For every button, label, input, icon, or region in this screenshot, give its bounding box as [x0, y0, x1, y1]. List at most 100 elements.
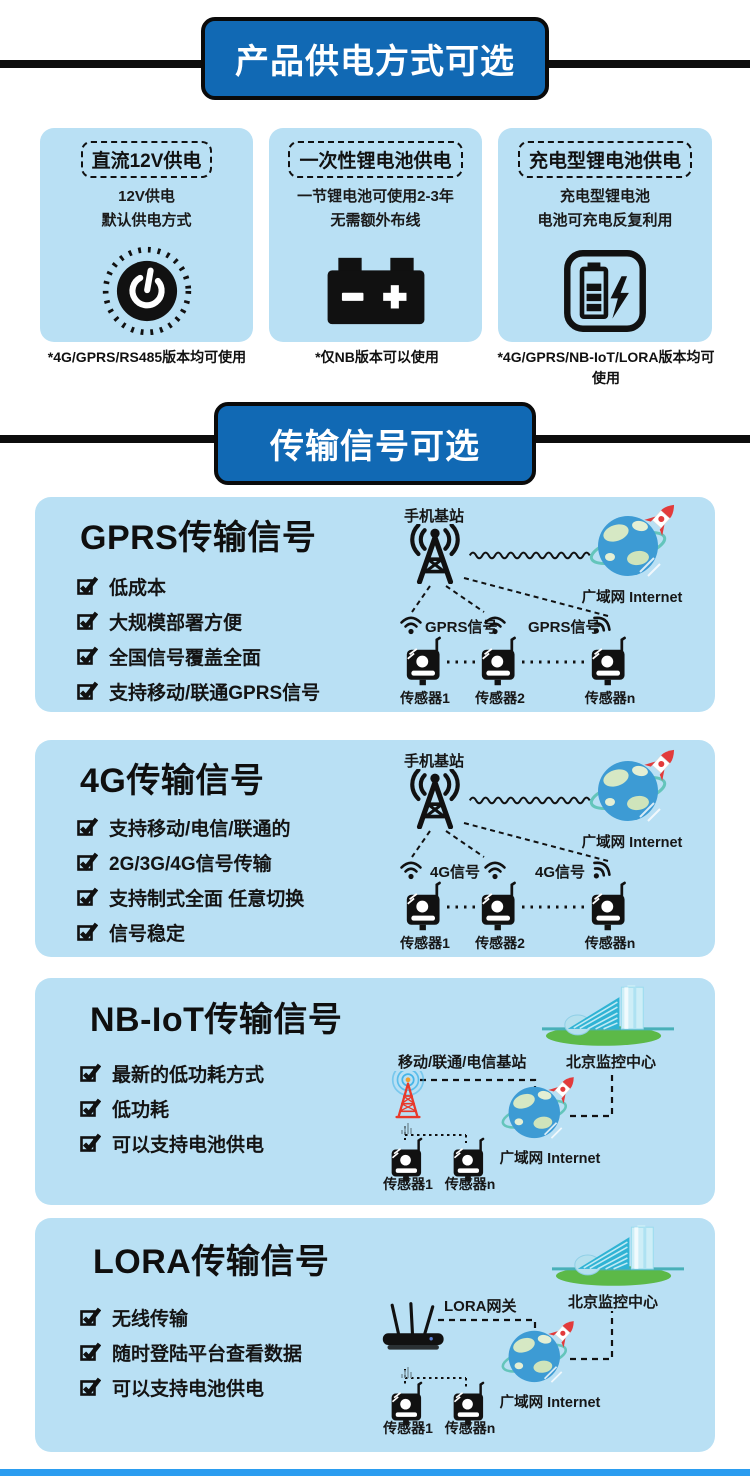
signal-label: 4G信号: [430, 864, 481, 881]
feature-text: 低功耗: [112, 1100, 170, 1121]
station-label: 手机基站: [404, 508, 465, 525]
network-diagram-4g: 手机基站 广域网 Internet 4G信号 4G信号 传感器1 传感器2 传感…: [380, 745, 710, 955]
internet-label: 广域网 Internet: [499, 1151, 601, 1167]
panel-title: 4G传输信号: [80, 762, 265, 800]
checkbox-icon: [80, 1133, 101, 1154]
feature-item: 最新的低功耗方式: [80, 1060, 264, 1087]
signal-panel-nbiot: NB-IoT传输信号 最新的低功耗方式 低功耗 可以支持电池供电 移动/联通/电…: [35, 978, 715, 1205]
sensor-label: 传感器2: [475, 935, 525, 951]
card-line: 12V供电: [118, 188, 175, 205]
monitoring-center-label: 北京监控中心: [566, 1054, 657, 1071]
signal-panel-4g: 4G传输信号 支持移动/电信/联通的 2G/3G/4G信号传输 支持制式全面 任…: [35, 740, 715, 957]
internet-label: 广域网 Internet: [581, 590, 683, 606]
power-button-icon: [100, 244, 194, 338]
signal-marks-icon: [398, 1121, 414, 1135]
radio-tower-icon: [387, 1071, 429, 1123]
feature-item: 支持移动/电信/联通的: [77, 814, 304, 841]
feature-item: 随时登陆平台查看数据: [80, 1339, 302, 1366]
feature-text: 无线传输: [112, 1309, 189, 1330]
card-note: *仅NB版本可以使用: [315, 349, 439, 365]
wifi-icon: [482, 858, 508, 880]
signal-marks-icon: [398, 1365, 414, 1379]
feature-item: 2G/3G/4G信号传输: [77, 849, 304, 876]
card-line: 一节锂电池可使用2-3年: [297, 188, 454, 205]
bottom-accent-bar: [0, 1469, 750, 1476]
gateway-label: LORA网关: [444, 1298, 517, 1315]
feature-text: 支持制式全面 任意切换: [109, 889, 305, 910]
card-line: 默认供电方式: [101, 212, 192, 229]
wifi-icon: [482, 613, 508, 635]
sensor-label: 传感器1: [400, 690, 450, 706]
feature-item: 低成本: [77, 573, 320, 600]
signal-panel-gprs: GPRS传输信号 低成本 大规模部署方便 全国信号覆盖全面 支持移动/联通GPR…: [35, 497, 715, 712]
feature-text: 低成本: [109, 578, 167, 599]
connector-lines: [411, 822, 609, 909]
wifi-icon: [398, 613, 424, 635]
checkbox-icon: [77, 576, 98, 597]
lora-gateway-router-icon: [378, 1299, 450, 1352]
battery-charging-icon: [559, 245, 651, 337]
signal-label: GPRS信号: [425, 619, 498, 636]
feature-text: 最新的低功耗方式: [112, 1065, 265, 1086]
sensor-label: 传感器n: [584, 935, 636, 951]
internet-label: 广域网 Internet: [499, 1395, 601, 1411]
card-line: 无需额外布线: [330, 212, 421, 229]
feature-text: 支持移动/电信/联通的: [109, 819, 291, 840]
feature-item: 可以支持电池供电: [80, 1374, 302, 1401]
section-title-signal: 传输信号可选: [214, 402, 536, 485]
sensor-label: 传感器n: [444, 1176, 496, 1192]
feature-list: 最新的低功耗方式 低功耗 可以支持电池供电: [80, 1060, 264, 1165]
cell-tower-icon: [404, 524, 466, 584]
power-card-rechargeable: 充电型锂电池供电 充电型锂电池 电池可充电反复利用: [498, 128, 712, 342]
card-note: *4G/GPRS/RS485版本均可使用: [47, 349, 247, 365]
sensor-label: 传感器2: [475, 690, 525, 706]
card-title: 充电型锂电池供电: [517, 141, 692, 178]
feature-item: 大规模部署方便: [77, 608, 320, 635]
sensor-label: 传感器1: [400, 935, 450, 951]
sensor-icon: [590, 636, 630, 689]
feature-item: 可以支持电池供电: [80, 1130, 264, 1157]
checkbox-icon: [77, 611, 98, 632]
section-title-power-supply: 产品供电方式可选: [201, 17, 549, 100]
feature-item: 信号稳定: [77, 919, 304, 946]
feature-list: 无线传输 随时登陆平台查看数据 可以支持电池供电: [80, 1304, 302, 1409]
card-title: 直流12V供电: [80, 141, 213, 178]
battery-icon: [324, 252, 428, 330]
checkbox-icon: [80, 1098, 101, 1119]
card-line: 电池可充电反复利用: [537, 212, 673, 229]
power-card-lithium: 一次性锂电池供电 一节锂电池可使用2-3年 无需额外布线: [269, 128, 482, 342]
signal-label: 4G信号: [535, 864, 586, 881]
internet-globe-icon: [588, 500, 686, 584]
feature-item: 全国信号覆盖全面: [77, 643, 320, 670]
feature-text: 可以支持电池供电: [112, 1135, 265, 1156]
sensor-icon: [405, 636, 445, 689]
monitoring-center-label: 北京监控中心: [568, 1294, 659, 1311]
signal-panel-lora: LORA传输信号 无线传输 随时登陆平台查看数据 可以支持电池供电 LORA网关…: [35, 1218, 715, 1452]
sensor-icon: [480, 636, 520, 689]
feature-text: 支持移动/联通GPRS信号: [109, 683, 321, 704]
checkbox-icon: [80, 1342, 101, 1363]
card-line: 充电型锂电池: [559, 188, 650, 205]
checkbox-icon: [77, 852, 98, 873]
checkbox-icon: [77, 817, 98, 838]
internet-label: 广域网 Internet: [581, 835, 683, 851]
checkbox-icon: [80, 1307, 101, 1328]
station-label: 手机基站: [404, 753, 465, 770]
feature-item: 无线传输: [80, 1304, 302, 1331]
checkbox-icon: [80, 1063, 101, 1084]
wavy-link-line: [468, 548, 596, 561]
monitoring-center-buildings-icon: [552, 1225, 684, 1287]
internet-globe-icon: [500, 1317, 584, 1389]
card-title: 一次性锂电池供电: [288, 141, 463, 178]
network-diagram-gprs: 手机基站 广域网 Internet GPRS信号 GPRS信号 传感器1 传感器…: [380, 500, 710, 710]
station-label: 移动/联通/电信基站: [398, 1054, 527, 1071]
feature-text: 可以支持电池供电: [112, 1379, 265, 1400]
sensor-label: 传感器n: [584, 690, 636, 706]
sensor-icon: [590, 881, 630, 934]
sensor-label: 传感器1: [383, 1176, 433, 1192]
connector-lines: [411, 577, 609, 664]
panel-title: LORA传输信号: [93, 1243, 330, 1281]
sensor-icon: [405, 881, 445, 934]
feature-text: 信号稳定: [109, 924, 186, 945]
